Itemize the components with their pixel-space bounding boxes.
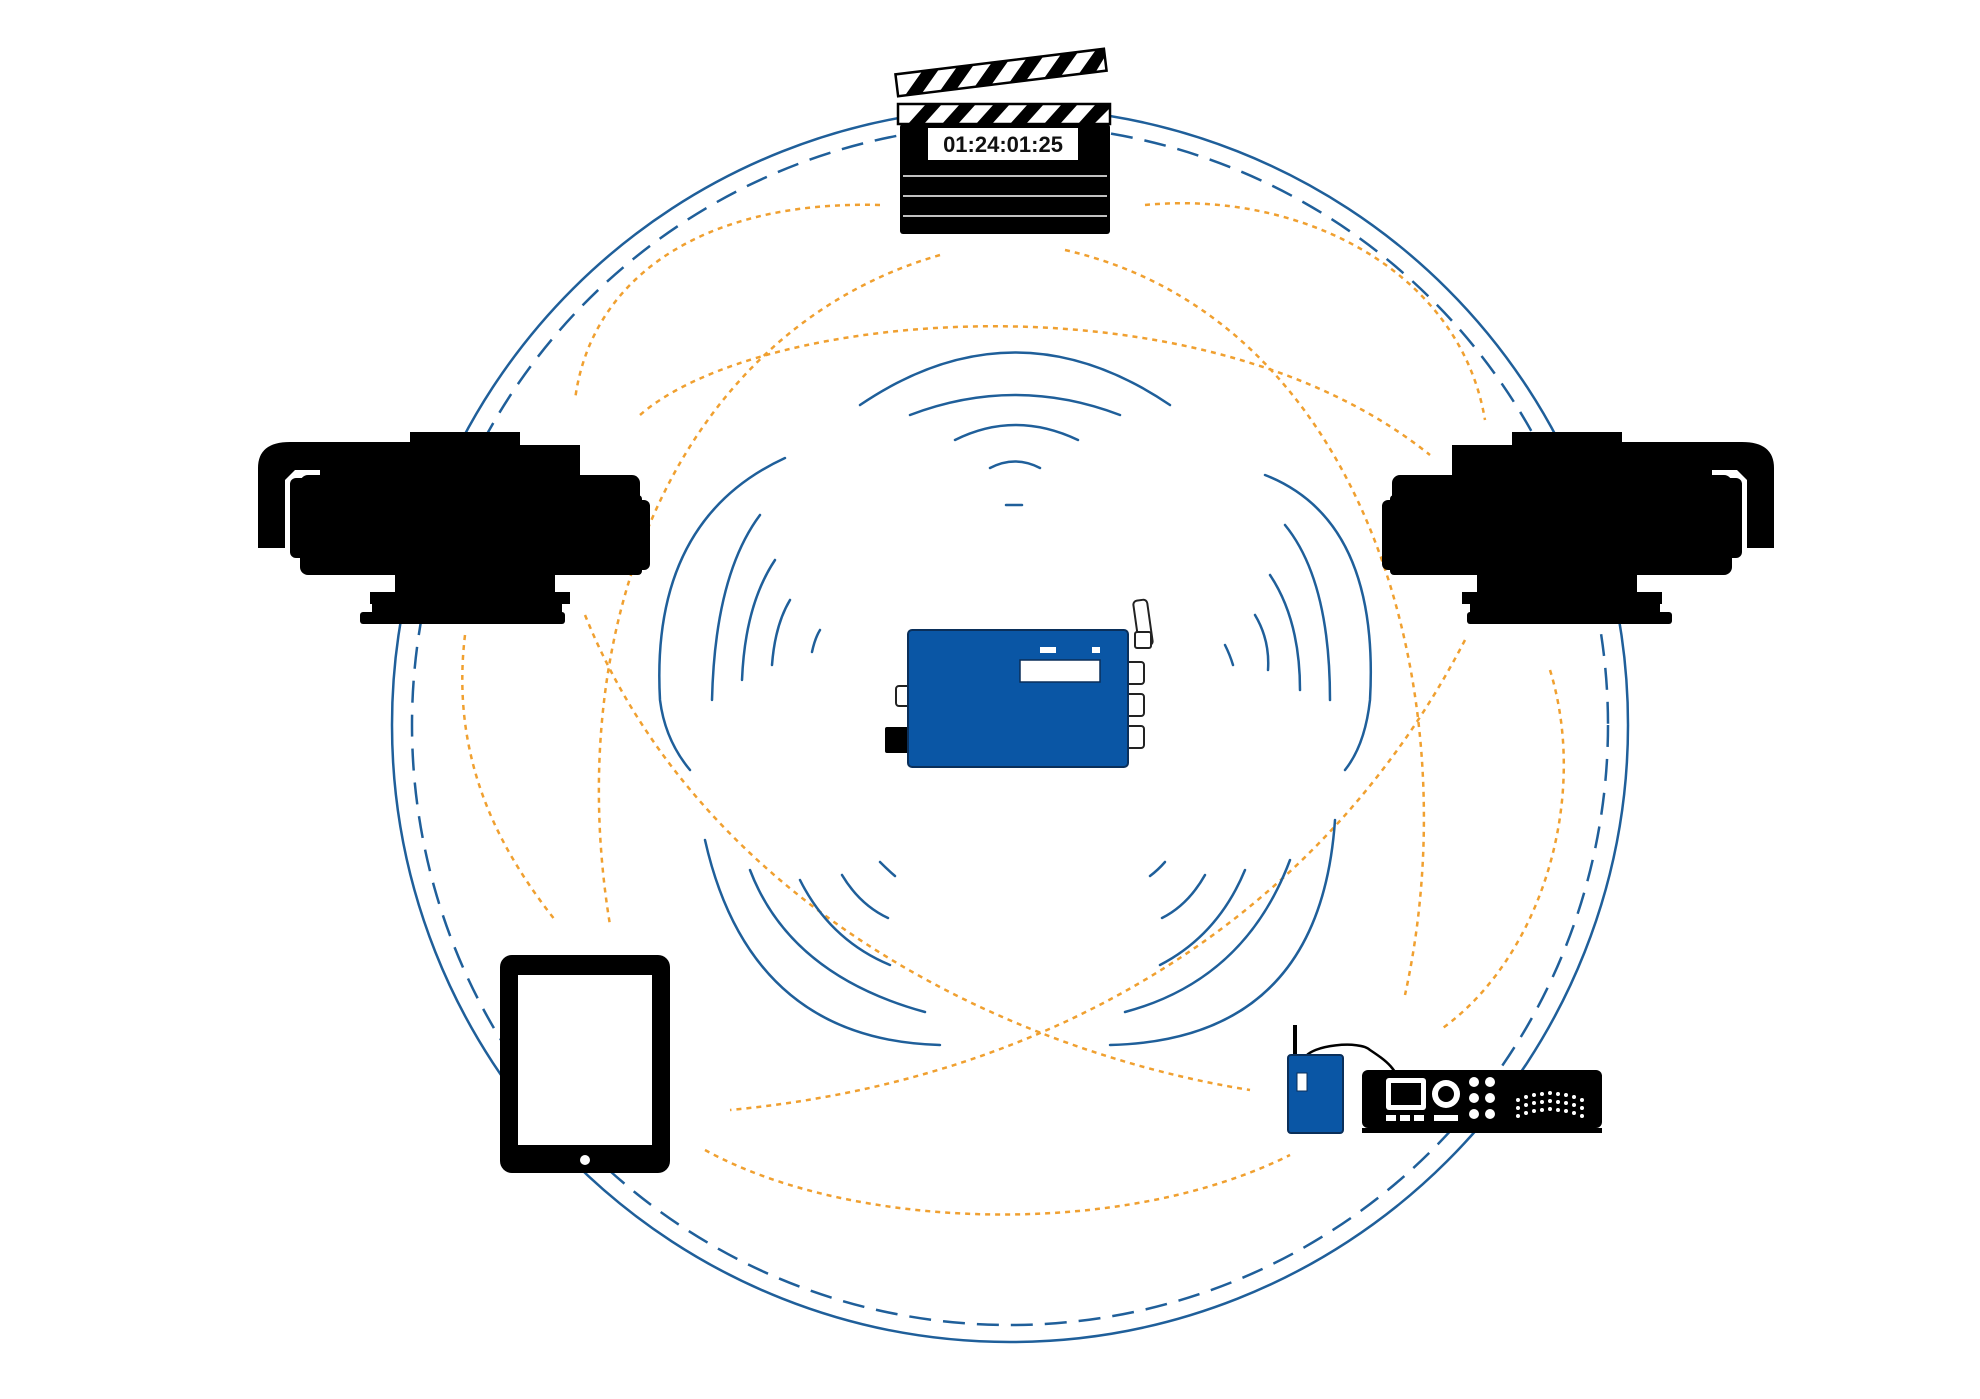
link-arc [583, 614, 1251, 1092]
camera-left-icon [258, 432, 650, 624]
link-arc [573, 203, 881, 401]
link-arc [1144, 201, 1487, 421]
link-arc [639, 325, 1431, 456]
link-arc [1439, 669, 1566, 1032]
link-arc [461, 634, 556, 921]
link-arc [704, 1148, 1291, 1216]
wireless-link-arcs [461, 201, 1566, 1216]
link-arc [729, 639, 1467, 1112]
timecode-display: 01:24:01:25 [943, 132, 1063, 157]
camera-right-icon [1382, 432, 1774, 624]
clapperboard-icon: 01:24:01:25 [894, 47, 1112, 234]
timecode-generator-icon [885, 598, 1154, 768]
link-arc [597, 253, 941, 926]
radio-waves [658, 351, 1372, 1047]
audio-recorder-icon [1362, 1070, 1602, 1133]
link-arc [1064, 248, 1426, 996]
tablet-icon [500, 955, 670, 1173]
